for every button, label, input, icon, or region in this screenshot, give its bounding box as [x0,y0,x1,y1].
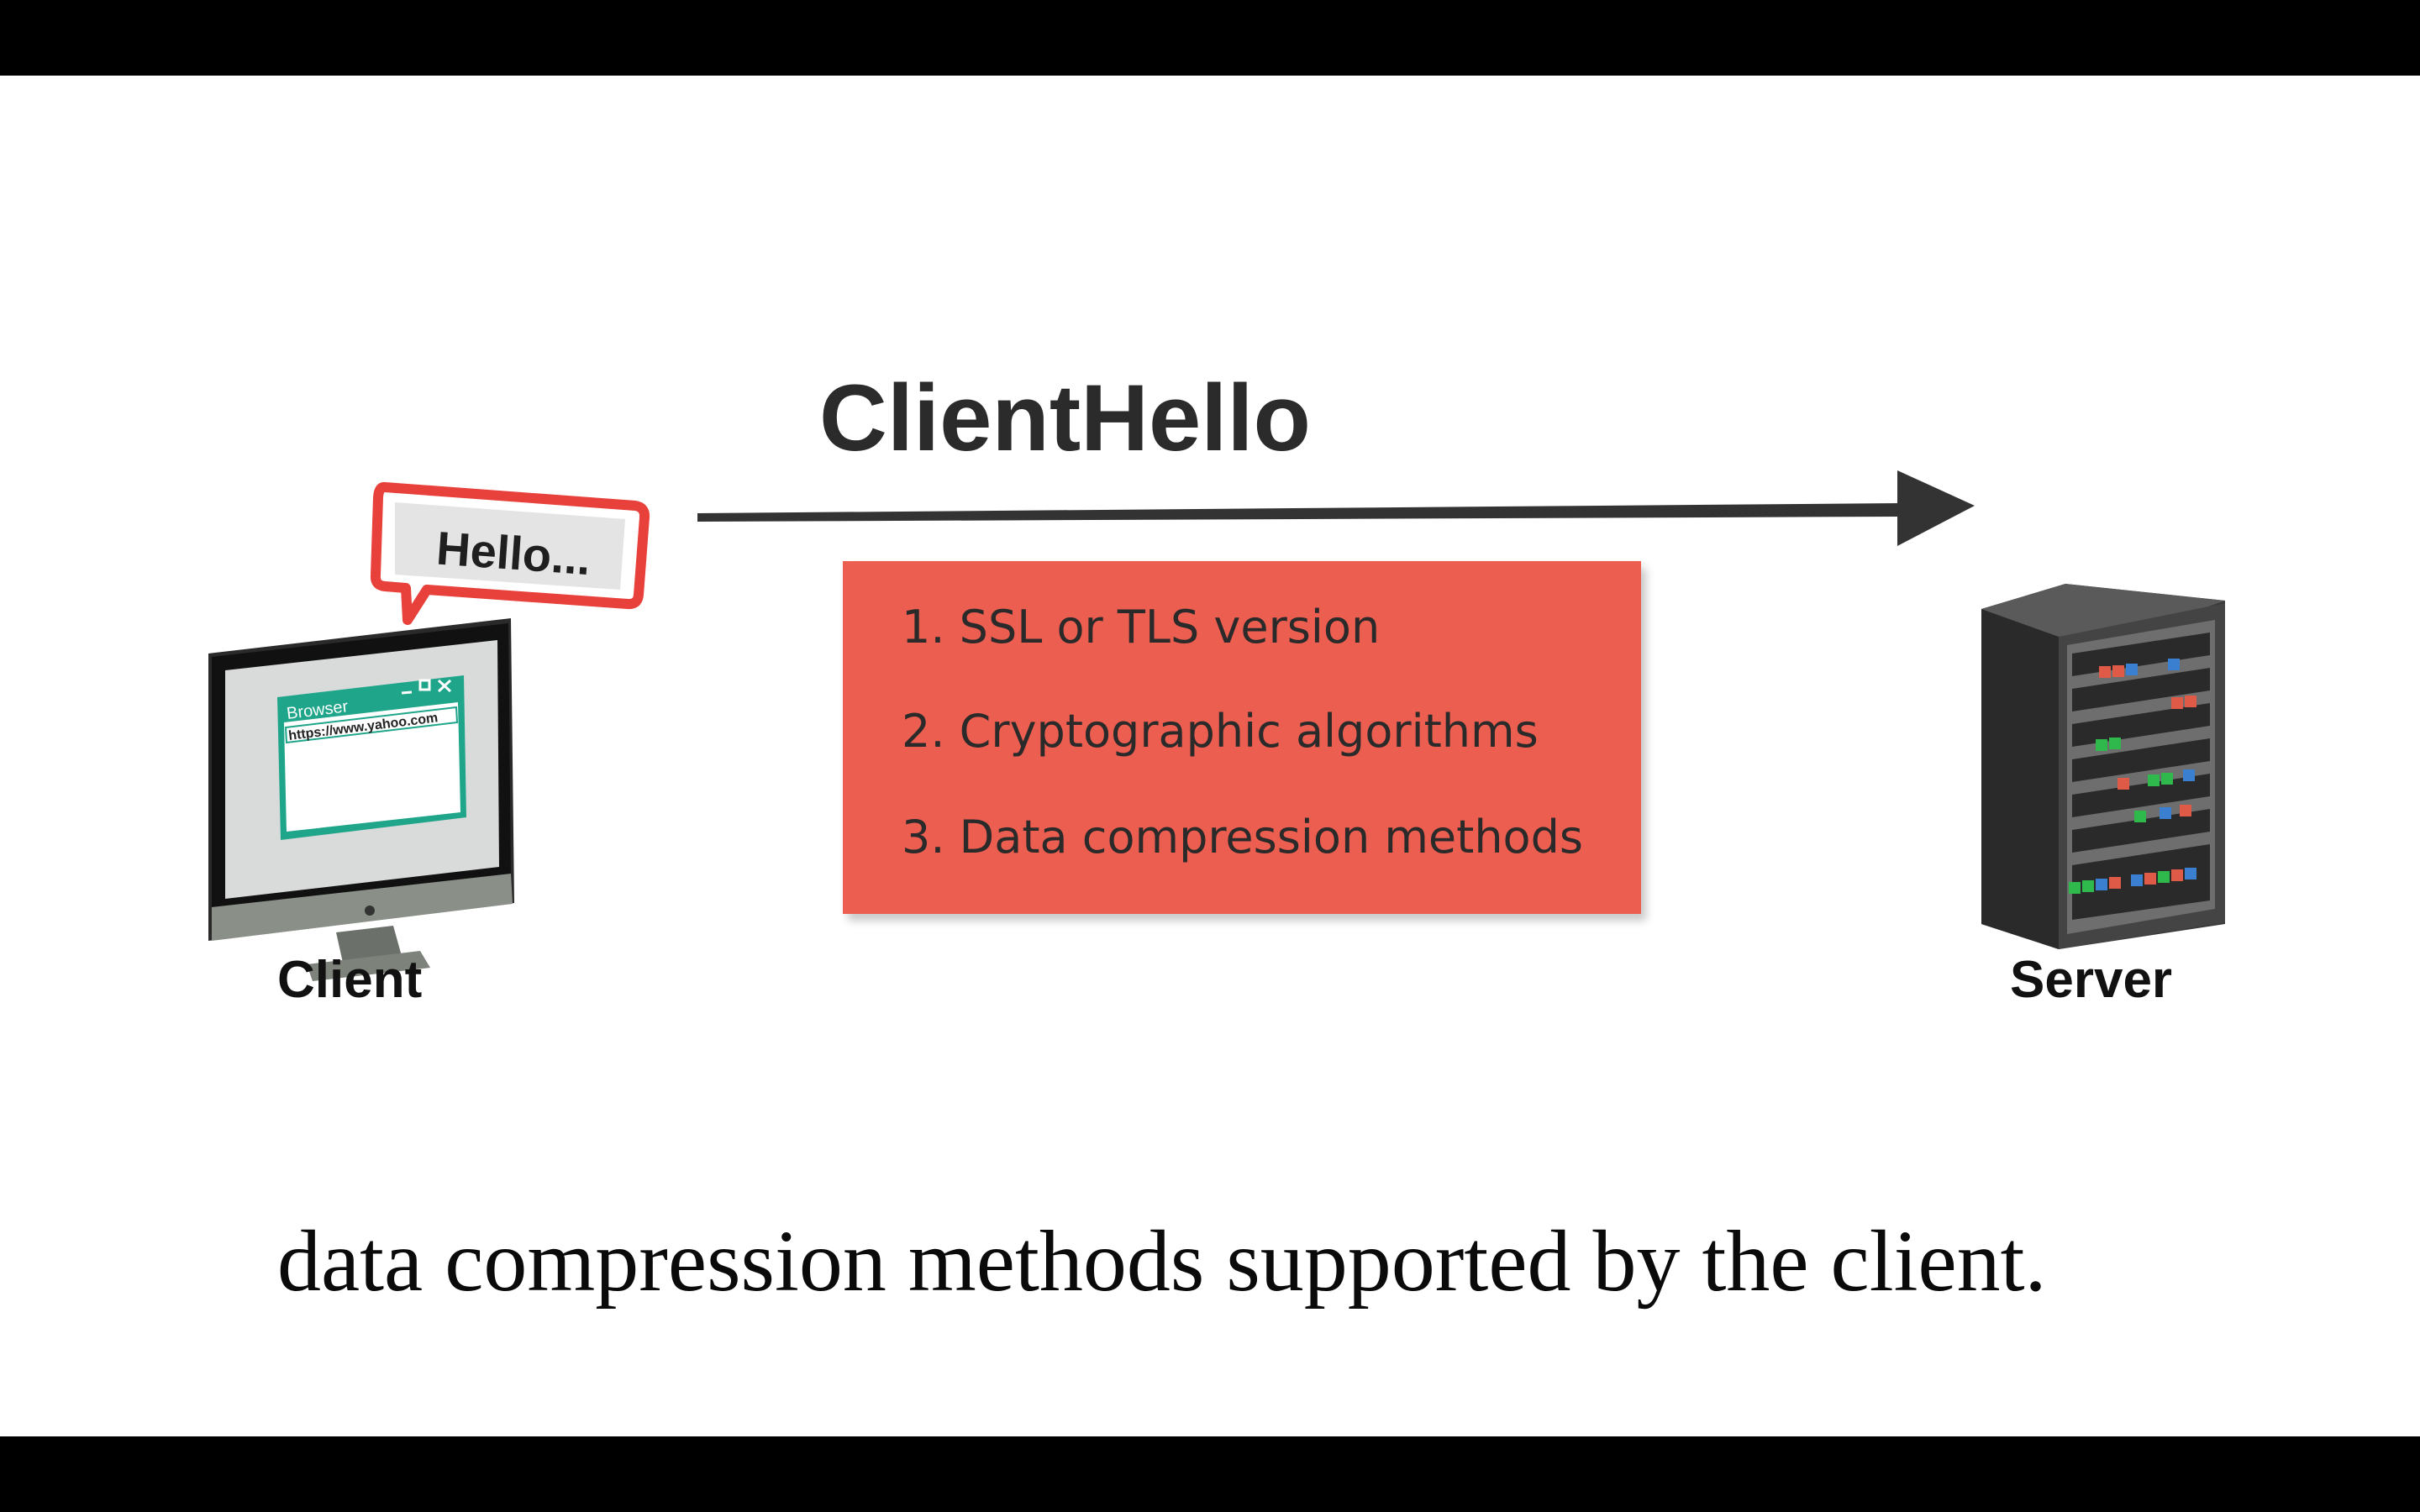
monitor-icon: Hello... Browser https://www.yahoo.com [208,481,650,981]
subtitle-caption: data compression methods supported by th… [277,1213,2047,1310]
list-item: 1. SSL or TLS version [902,601,1381,654]
slide: ClientHello 1. SSL or TLS version 2. Cry… [0,76,2420,1436]
diagram-title: ClientHello [819,365,1311,470]
server-label: Server [2010,951,2173,1009]
server-rack-icon [1981,584,2225,949]
arrow-right-icon [697,470,1975,546]
client-hello-contents-box: 1. SSL or TLS version 2. Cryptographic a… [843,561,1641,914]
window-controls-icon [401,679,452,695]
speech-bubble-icon: Hello... [370,481,650,625]
list-item: 3. Data compression methods [902,811,1584,864]
list-item: 2. Cryptographic algorithms [902,705,1539,758]
bubble-text: Hello... [434,521,592,585]
client-label: Client [277,951,423,1009]
